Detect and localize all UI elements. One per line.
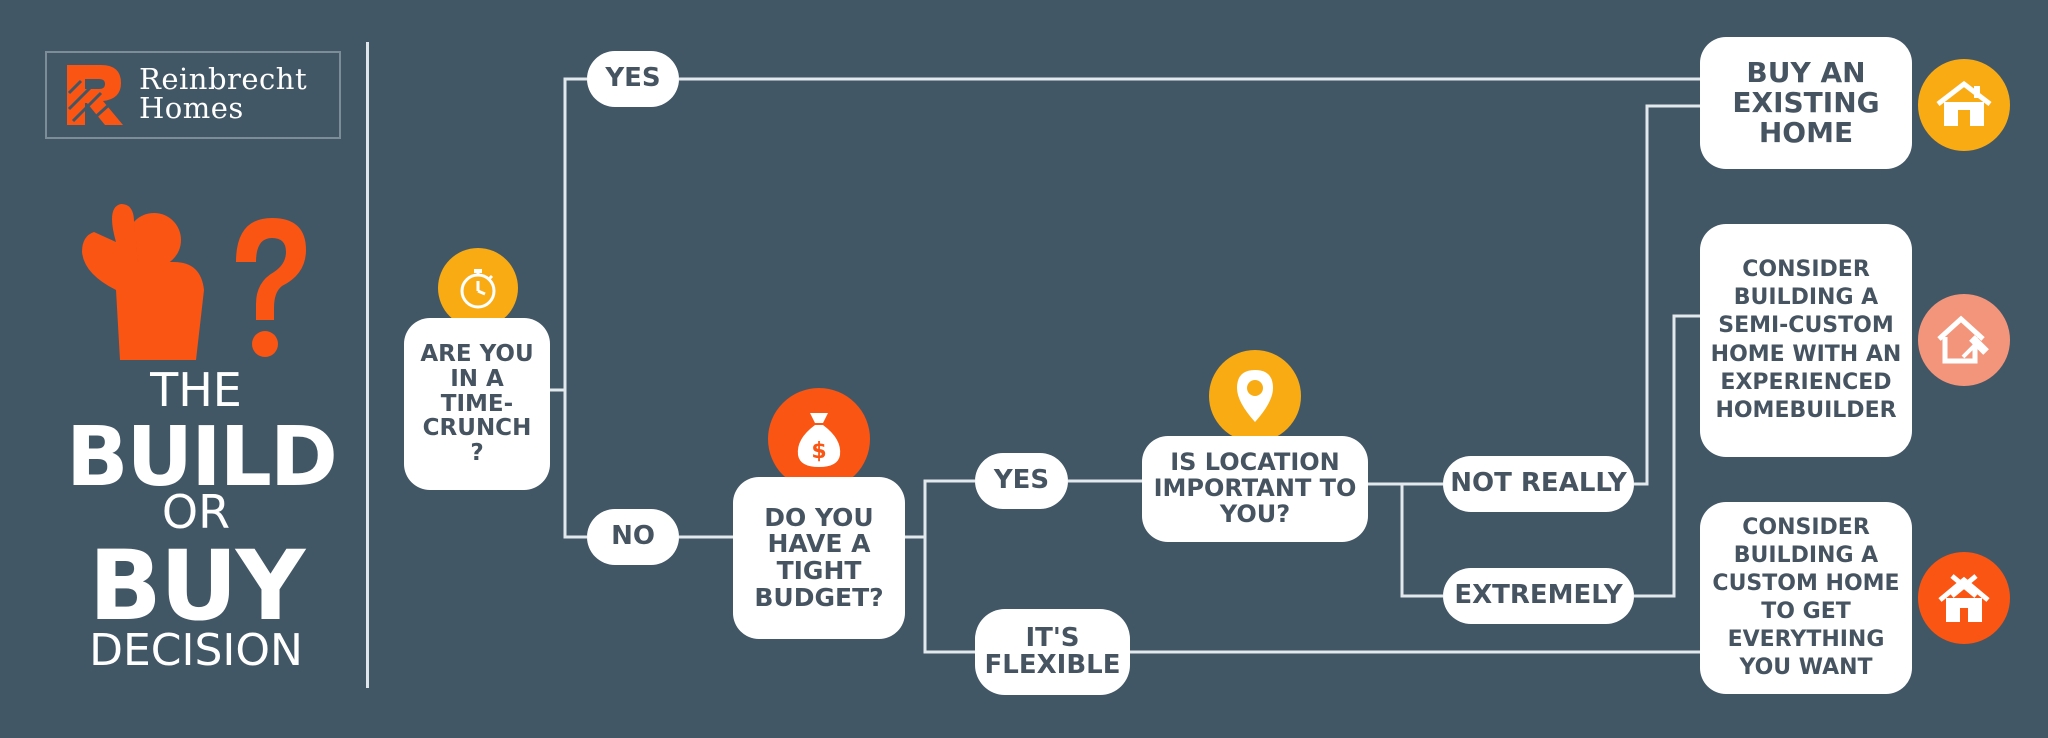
title-line-or: OR xyxy=(161,485,231,539)
svg-text:$: $ xyxy=(811,439,826,464)
edge-label-yes-time: YES xyxy=(587,51,679,107)
location-pin-icon xyxy=(1209,350,1301,442)
outcome-buy-existing: BUY AN EXISTING HOME xyxy=(1700,37,1912,169)
outcome-custom: CONSIDER BUILDING A CUSTOM HOME TO GET E… xyxy=(1700,502,1912,694)
connector-extremely-to-semi xyxy=(1634,314,1700,598)
outcome-semi-custom: CONSIDER BUILDING A SEMI-CUSTOM HOME WIT… xyxy=(1700,224,1912,457)
vertical-divider xyxy=(366,42,369,688)
title-line-build: BUILD xyxy=(66,410,338,505)
brand-name-line1: Reinbrecht xyxy=(139,62,308,96)
stopwatch-icon xyxy=(438,248,518,328)
house-icon xyxy=(1918,59,2010,151)
brand-logo: Reinbrecht Homes xyxy=(45,51,341,139)
edge-label-flexible: IT'S FLEXIBLE xyxy=(975,609,1130,695)
title-line-the: THE xyxy=(150,363,242,417)
title-line-buy: BUY xyxy=(88,530,306,642)
edge-label-yes-budget: YES xyxy=(975,453,1068,509)
connector-location xyxy=(1368,482,1443,598)
edge-label-not-really: NOT REALLY xyxy=(1443,456,1634,512)
question-tight-budget: DO YOU HAVE A TIGHT BUDGET? xyxy=(733,477,905,639)
brand-r-logo-icon xyxy=(67,65,123,125)
connector-budget xyxy=(905,479,975,654)
brand-name-line2: Homes xyxy=(139,91,244,125)
money-bag-icon: $ xyxy=(768,388,870,490)
connector-not-really-to-buy xyxy=(1634,104,1700,486)
connector-time xyxy=(548,77,587,539)
brand-name: Reinbrecht Homes xyxy=(139,65,307,123)
edge-label-extremely: EXTREMELY xyxy=(1443,568,1634,624)
title-line-decision: DECISION xyxy=(89,625,303,676)
thinking-person-icon xyxy=(82,204,306,360)
edge-label-no-time: NO xyxy=(587,509,679,565)
house-tools-icon xyxy=(1918,552,2010,644)
question-time-crunch: ARE YOU IN A TIME-CRUNCH ? xyxy=(404,318,550,490)
question-location-important: IS LOCATION IMPORTANT TO YOU? xyxy=(1142,436,1368,542)
house-hammer-icon xyxy=(1918,294,2010,386)
